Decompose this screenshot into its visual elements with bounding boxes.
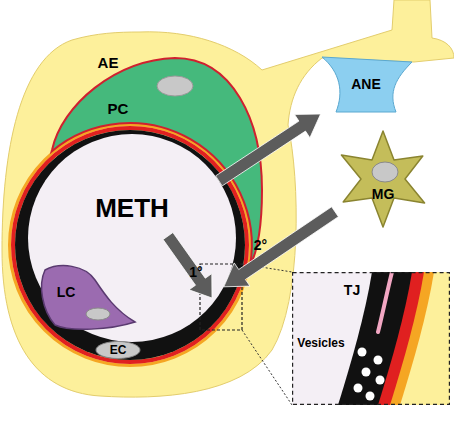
leukocyte-shape [42, 266, 135, 330]
vesicle [374, 356, 383, 365]
vesicle [366, 392, 375, 401]
zoom-leader [242, 330, 292, 405]
inset-border [293, 273, 450, 405]
tight-junction [378, 272, 392, 332]
node-label: MG [372, 187, 395, 201]
block-arrow [216, 114, 321, 186]
node-label: LC [57, 285, 76, 299]
lumen-circle [28, 134, 236, 342]
leukocyte: LC [38, 260, 138, 336]
primary-arrow [163, 233, 212, 299]
endothelial-cell: EC [94, 340, 142, 360]
nucleus [372, 162, 398, 182]
vesicle [376, 376, 385, 385]
node-label: PC [108, 101, 129, 116]
block-arrow [224, 207, 339, 287]
endothelial-nucleus [96, 342, 140, 359]
edge-label: 2° [254, 238, 267, 252]
node-label: METH [95, 195, 169, 221]
zoom-inset: TJ Vesicles [292, 272, 450, 405]
microglia: MG [335, 128, 432, 230]
node-sublabel: Vesicles [297, 337, 344, 349]
node-label: EC [110, 344, 127, 356]
endothelium-ring [15, 130, 245, 360]
nucleus [157, 76, 193, 96]
orange-layer [10, 125, 251, 366]
vesicle [362, 368, 371, 377]
neuron-ending: ANE [320, 53, 414, 114]
leukocyte-outline [38, 260, 138, 336]
nucleus [86, 308, 110, 320]
vesicle [354, 384, 363, 393]
microglia-shape [341, 131, 424, 227]
node-label: ANE [351, 77, 381, 91]
vesicle [358, 348, 367, 357]
basement-membrane [13, 128, 247, 362]
inset-lumen [292, 272, 372, 405]
node-label: AE [98, 55, 119, 70]
neuron-ending-shape [322, 57, 412, 112]
microglia-outline [335, 128, 432, 230]
callout-label: 1° [189, 265, 202, 279]
node-label: TJ [344, 283, 360, 297]
